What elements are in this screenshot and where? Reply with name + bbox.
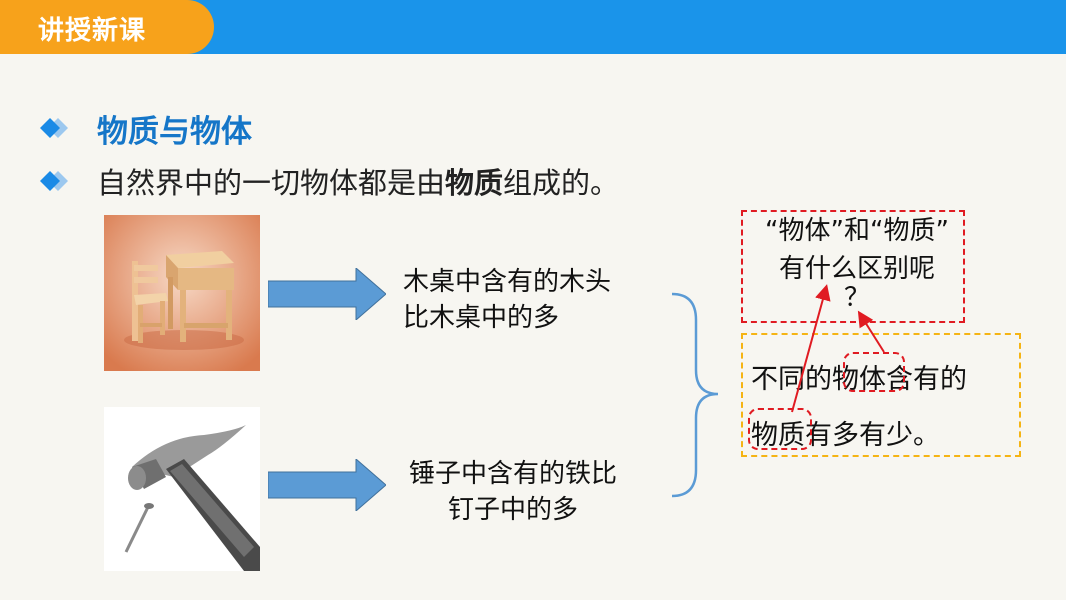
- statement-bold-term: 物质: [445, 166, 504, 200]
- desk-caption: 木桌中含有的木头 比木桌中的多: [403, 264, 611, 336]
- question-box: [741, 210, 965, 323]
- answer-line2: 物质有多有少。: [751, 420, 940, 451]
- hammer-caption-line1: 锤子中含有的铁比: [409, 459, 618, 489]
- answer-text: 不同的物体含有的 物质有多有少。: [751, 352, 1021, 464]
- question-line3: ？: [843, 283, 870, 313]
- question-line1: “物体”和“物质”: [765, 216, 949, 246]
- wooden-desk-image: [104, 215, 260, 371]
- question-line2: 有什么区别呢: [778, 254, 935, 284]
- definition-statement: 自然界中的一切物体都是由物质组成的。: [97, 160, 619, 202]
- right-arrow-icon: [268, 268, 386, 320]
- section-tab-label: 讲授新课: [38, 16, 147, 46]
- hammer-image: [104, 407, 260, 571]
- statement-prefix: 自然界中的一切物体都是由: [97, 166, 446, 200]
- hammer-caption: 锤子中含有的铁比 钉子中的多: [409, 456, 617, 528]
- diamond-bullet-icon: [40, 171, 68, 191]
- highlight-wuti: [843, 352, 905, 392]
- answer-line1: 不同的物体含有的: [751, 364, 967, 395]
- curly-brace-icon: [671, 292, 719, 498]
- right-arrow-icon: [268, 459, 386, 511]
- question-text: “物体”和“物质” 有什么区别呢 ？: [752, 212, 962, 313]
- section-tab: 讲授新课: [0, 0, 214, 54]
- statement-suffix: 组成的。: [503, 166, 620, 200]
- hammer-caption-line2: 钉子中的多: [448, 495, 579, 525]
- highlight-wuzhi: [748, 408, 812, 450]
- section-heading: 物质与物体: [97, 114, 252, 150]
- desk-caption-line1: 木桌中含有的木头: [403, 267, 612, 297]
- diamond-bullet-icon: [40, 118, 68, 138]
- desk-caption-line2: 比木桌中的多: [403, 303, 560, 333]
